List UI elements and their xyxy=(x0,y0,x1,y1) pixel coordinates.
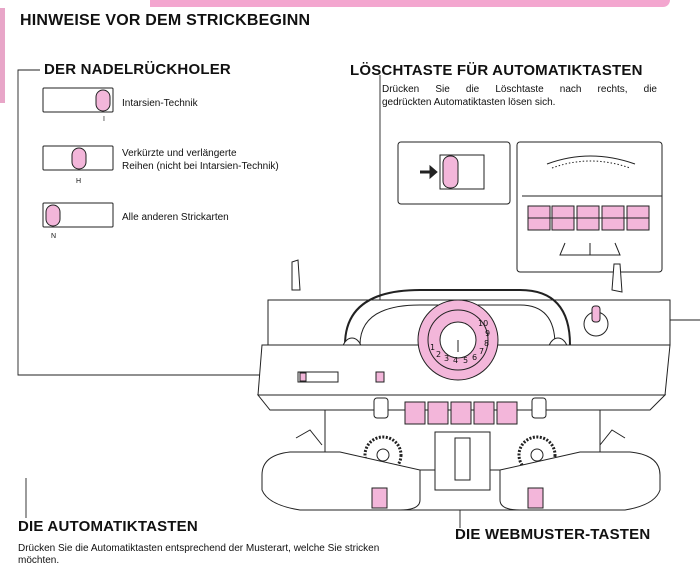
section-heading-loeschtaste: LÖSCHTASTE FÜR AUTOMATIKTASTEN xyxy=(350,62,643,79)
top-color-band xyxy=(150,0,670,7)
dial-number-5: 5 xyxy=(463,356,468,365)
section-heading-webmuster: DIE WEBMUSTER-TASTEN xyxy=(455,526,651,543)
option-label-andere: Alle anderen Strickarten xyxy=(122,212,229,223)
option-label-verkuerzte-line1: Verkürzte und verlängerte xyxy=(122,148,237,159)
switch-verkuerzte xyxy=(42,145,114,171)
leader-line-nadelrueckholer xyxy=(17,69,265,376)
automatiktasten-detail xyxy=(516,141,663,273)
section-heading-automatiktasten: DIE AUTOMATIKTASTEN xyxy=(18,518,198,535)
position-letter-n: N xyxy=(51,233,57,240)
dial-number-4: 4 xyxy=(453,356,458,365)
automatiktasten-text-line1: Drücken Sie die Automatiktasten entsprec… xyxy=(18,543,380,554)
dial-number-7: 7 xyxy=(479,347,484,356)
dial-number-3: 3 xyxy=(444,354,449,363)
loeschtaste-diagram xyxy=(397,141,511,205)
tension-dial-numbers: 1 2 3 4 5 6 7 8 9 10 xyxy=(430,319,490,365)
dial-number-8: 8 xyxy=(484,339,489,348)
option-label-intarsien: Intarsien-Technik xyxy=(122,98,198,109)
side-color-tab xyxy=(0,8,5,103)
switch-andere xyxy=(42,202,114,228)
loeschtaste-text-line1: Drücken Sie die Löschtaste nach rechts, … xyxy=(382,84,657,95)
knitting-machine xyxy=(256,259,671,511)
position-letter-i: I xyxy=(103,116,105,123)
dial-number-2: 2 xyxy=(436,350,441,359)
loeschtaste-text-line2: gedrückten Automatiktasten lösen sich. xyxy=(382,97,556,108)
option-label-verkuerzte-line2: Reihen (nicht bei Intarsien-Technik) xyxy=(122,161,279,172)
switch-intarsien xyxy=(42,87,114,113)
dial-number-6: 6 xyxy=(472,353,477,362)
dial-number-10: 10 xyxy=(478,319,488,328)
automatiktasten-text-line2: möchten. xyxy=(18,555,60,566)
dial-number-9: 9 xyxy=(485,329,490,338)
dial-number-1: 1 xyxy=(430,343,435,352)
position-letter-h: H xyxy=(76,178,82,185)
page-title: HINWEISE VOR DEM STRICKBEGINN xyxy=(20,12,311,29)
section-heading-nadelrueckholer: DER NADELRÜCKHOLER xyxy=(44,61,231,78)
